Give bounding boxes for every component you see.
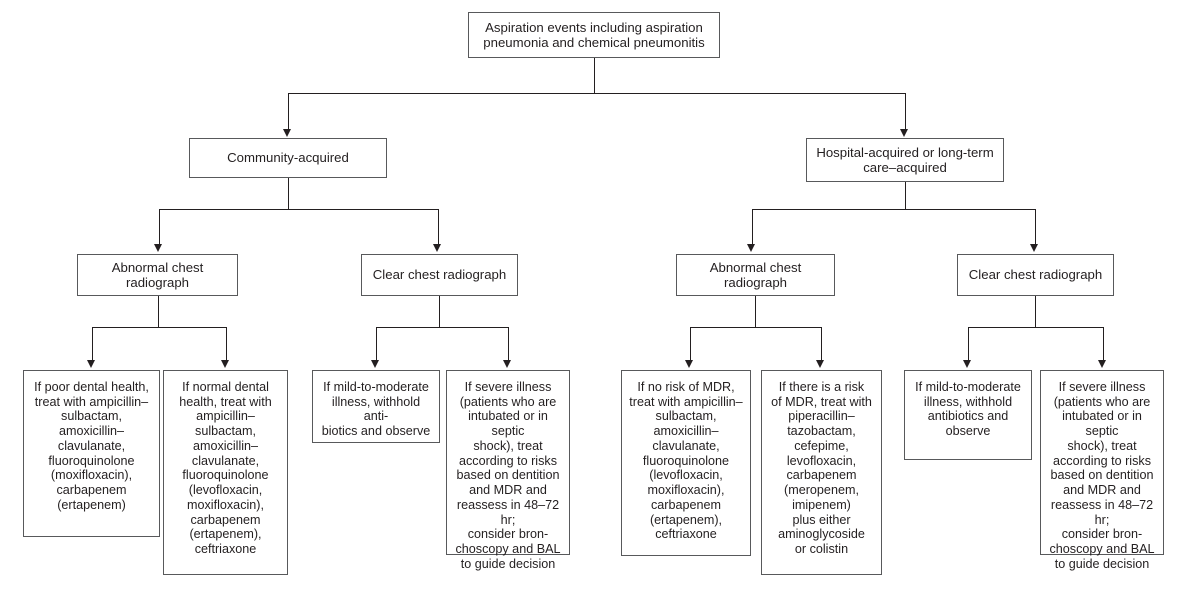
node-ha-clear-severe: If severe illness (patients who are intu…: [1040, 370, 1164, 571]
connector-ha-stem: [905, 182, 906, 209]
connector-ha-clear-bus: [968, 327, 1103, 328]
arrow-to-ha-clear-radiograph: [1030, 244, 1039, 252]
connector-ha-bus: [752, 209, 1035, 210]
connector-ha-abnormal-bus: [690, 327, 821, 328]
node-label: If there is a risk of MDR, treat with pi…: [771, 380, 872, 557]
connector-ha-abnormal-drop-left: [690, 327, 691, 361]
connector-level2-drop-left: [288, 93, 289, 130]
connector-ca-bus: [159, 209, 438, 210]
connector-ca-abnormal-stem: [158, 296, 159, 327]
node-label: Abnormal chest radiograph: [709, 259, 802, 290]
connector-ha-clear-stem: [1035, 296, 1036, 327]
node-ha-abnormal-mdr-risk: If there is a risk of MDR, treat with pi…: [761, 370, 882, 575]
node-ca-clear-radiograph: Clear chest radiograph: [361, 254, 518, 296]
node-label: If poor dental health, treat with ampici…: [34, 380, 149, 512]
node-ca-abnormal-poor-dental: If poor dental health, treat with ampici…: [23, 370, 160, 537]
connector-ca-clear-bus: [376, 327, 508, 328]
arrow-to-ca-abnormal-poor-dental: [87, 360, 96, 368]
node-label: Hospital-acquired or long-term care–acqu…: [816, 144, 994, 175]
node-community-acquired: Community-acquired: [189, 138, 387, 178]
node-label: If normal dental health, treat with ampi…: [179, 380, 272, 557]
connector-ha-drop-left: [752, 209, 753, 245]
arrow-to-ha-abnormal-no-mdr-risk: [685, 360, 694, 368]
node-hospital-acquired: Hospital-acquired or long-term care–acqu…: [806, 138, 1004, 182]
connector-ha-clear-drop-left: [968, 327, 969, 361]
arrow-to-hospital-acquired: [900, 129, 909, 137]
node-label: If no risk of MDR, treat with ampicillin…: [629, 380, 743, 542]
arrow-to-ca-clear-severe: [503, 360, 512, 368]
connector-ca-stem: [288, 178, 289, 209]
arrow-to-ha-abnormal-radiograph: [747, 244, 756, 252]
node-label: Abnormal chest radiograph: [111, 259, 204, 290]
connector-level2-drop-right: [905, 93, 906, 130]
arrow-to-ca-clear-radiograph: [433, 244, 442, 252]
connector-ca-drop-right: [438, 209, 439, 245]
node-ha-abnormal-no-mdr-risk: If no risk of MDR, treat with ampicillin…: [621, 370, 751, 556]
connector-ca-clear-drop-left: [376, 327, 377, 361]
arrow-to-ha-clear-mild-moderate: [963, 360, 972, 368]
connector-ca-abnormal-drop-left: [92, 327, 93, 361]
node-ha-clear-mild-moderate: If mild-to-moderate illness, withhold an…: [904, 370, 1032, 460]
connector-ca-clear-drop-right: [508, 327, 509, 361]
node-label: If mild-to-moderate illness, withhold an…: [321, 380, 431, 439]
node-ca-abnormal-radiograph: Abnormal chest radiograph: [77, 254, 238, 296]
connector-level2-bus: [288, 93, 905, 94]
node-ca-abnormal-normal-dental: If normal dental health, treat with ampi…: [163, 370, 288, 575]
arrow-to-community-acquired: [283, 129, 292, 137]
arrow-to-ha-clear-severe: [1098, 360, 1107, 368]
node-label: Aspiration events including aspiration p…: [483, 19, 705, 50]
connector-ha-drop-right: [1035, 209, 1036, 245]
node-ca-clear-mild-moderate: If mild-to-moderate illness, withhold an…: [312, 370, 440, 443]
node-label: If severe illness (patients who are intu…: [455, 380, 561, 571]
connector-ca-abnormal-drop-right: [226, 327, 227, 361]
node-label: If severe illness (patients who are intu…: [1049, 380, 1155, 571]
node-ha-abnormal-radiograph: Abnormal chest radiograph: [676, 254, 835, 296]
node-aspiration-events: Aspiration events including aspiration p…: [468, 12, 720, 58]
node-label: Community-acquired: [227, 150, 349, 166]
connector-ha-clear-drop-right: [1103, 327, 1104, 361]
node-label: Clear chest radiograph: [372, 267, 507, 283]
connector-ca-abnormal-bus: [92, 327, 226, 328]
arrow-to-ca-abnormal-normal-dental: [221, 360, 230, 368]
arrow-to-ha-abnormal-mdr-risk: [816, 360, 825, 368]
connector-ha-abnormal-drop-right: [821, 327, 822, 361]
arrow-to-ca-clear-mild-moderate: [371, 360, 380, 368]
node-ca-clear-severe: If severe illness (patients who are intu…: [446, 370, 570, 571]
connector-ca-drop-left: [159, 209, 160, 245]
connector-root-stem: [594, 58, 595, 93]
connector-ha-abnormal-stem: [755, 296, 756, 327]
arrow-to-ca-abnormal-radiograph: [154, 244, 163, 252]
node-ha-clear-radiograph: Clear chest radiograph: [957, 254, 1114, 296]
connector-ca-clear-stem: [439, 296, 440, 327]
node-label: Clear chest radiograph: [968, 267, 1103, 283]
node-label: If mild-to-moderate illness, withhold an…: [915, 380, 1021, 439]
